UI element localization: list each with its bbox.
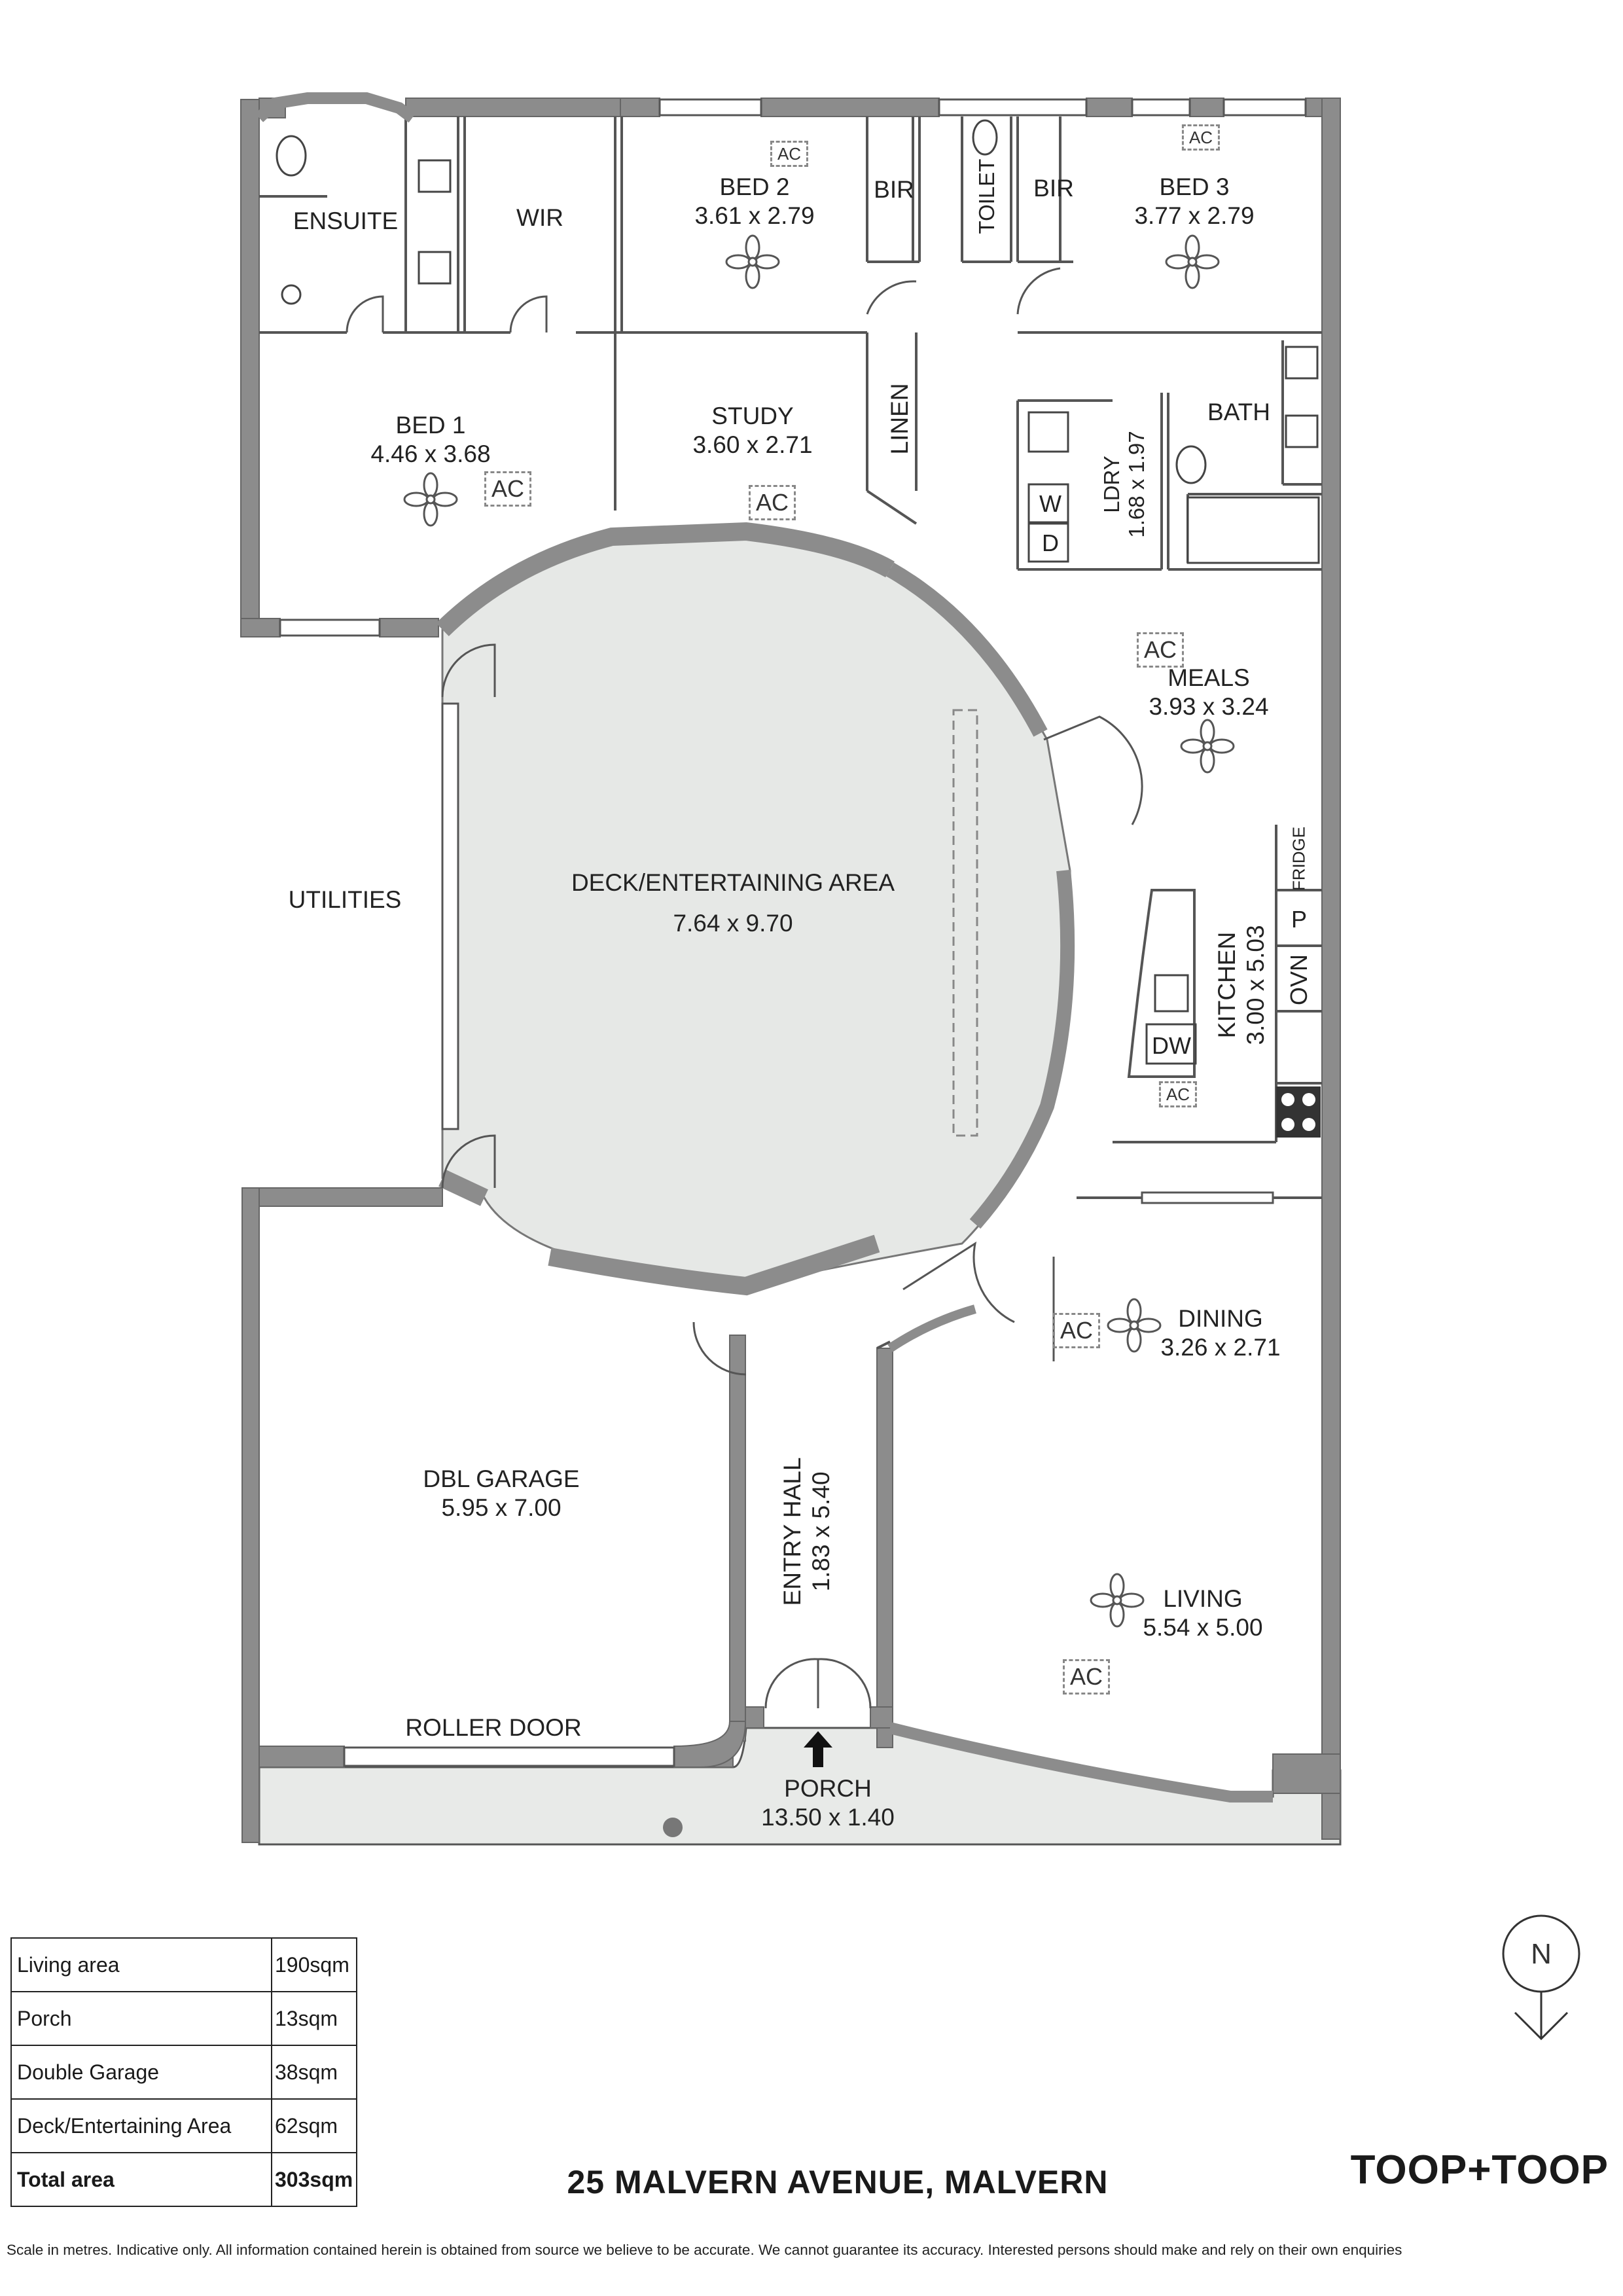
bath-basin-icon — [1285, 414, 1319, 448]
fridge-label: FRIDGE — [1289, 826, 1309, 891]
deck-skylight — [952, 709, 978, 1137]
basin-icon — [418, 159, 452, 193]
area-value: 303sqm — [271, 2152, 357, 2207]
ac-marker: AC — [1062, 1659, 1111, 1695]
ac-marker: AC — [484, 471, 532, 507]
area-label: Double Garage — [10, 2045, 272, 2100]
dishwasher-box — [1145, 1023, 1197, 1065]
toilet-icon — [972, 119, 998, 156]
entry-arrow-icon — [804, 1731, 832, 1767]
oven-label: OVN — [1285, 954, 1312, 1006]
ac-marker: AC — [1158, 1081, 1198, 1107]
ac-marker: AC — [1052, 1313, 1101, 1348]
washer-box — [1027, 483, 1069, 524]
bollard-icon — [663, 1818, 683, 1837]
dryer-label: D — [1042, 529, 1059, 556]
disclaimer-text: Scale in metres. Indicative only. All in… — [7, 2242, 1402, 2258]
interior-walls — [259, 117, 1322, 1350]
area-label: Deck/Entertaining Area — [10, 2098, 272, 2153]
curved-walls — [436, 522, 1273, 1803]
area-value: 13sqm — [271, 1991, 357, 2046]
wir-label: WIR — [516, 204, 563, 231]
area-value: 62sqm — [271, 2098, 357, 2153]
bath-label: BATH — [1207, 399, 1270, 425]
toilet-icon — [1175, 445, 1207, 484]
ceiling-fans — [403, 234, 1235, 1628]
ac-marker: AC — [1136, 632, 1185, 668]
area-label: Porch — [10, 1991, 272, 2046]
bir-right-label: BIR — [1033, 175, 1074, 202]
doors — [346, 267, 1143, 1709]
fixtures — [276, 119, 1320, 1065]
windows — [255, 92, 1307, 1767]
laundry-sink-icon — [1027, 411, 1069, 453]
bath-basin-icon — [1285, 346, 1319, 380]
dryer-box — [1027, 522, 1069, 563]
walls — [240, 98, 1341, 1843]
washer-label: W — [1039, 490, 1061, 517]
agency-logo: TOOP+TOOP — [1350, 2147, 1609, 2193]
ac-marker: AC — [770, 141, 809, 167]
ac-marker: AC — [1181, 124, 1221, 151]
toilet-icon — [276, 135, 307, 177]
area-label: Living area — [10, 1937, 272, 1992]
compass-icon: N — [1502, 1914, 1580, 2041]
roller-door-label: ROLLER DOOR — [405, 1714, 582, 1741]
shower-icon — [281, 284, 302, 305]
utilities-label: UTILITIES — [288, 886, 402, 913]
toilet-label: TOILET — [974, 158, 999, 234]
bathtub-icon — [1186, 496, 1320, 564]
area-label: Total area — [10, 2152, 272, 2207]
area-value: 38sqm — [271, 2045, 357, 2100]
kitchen-sink-icon — [1154, 974, 1189, 1013]
compass-north-label: N — [1531, 1938, 1552, 1970]
area-value: 190sqm — [271, 1937, 357, 1992]
basin-icon — [418, 251, 452, 285]
pantry-label: P — [1291, 906, 1308, 933]
dishwasher-label: DW — [1152, 1032, 1191, 1059]
linen-label: LINEN — [886, 383, 913, 455]
ac-marker: AC — [748, 485, 796, 520]
ensuite-label: ENSUITE — [293, 207, 399, 234]
property-address: 25 MALVERN AVENUE, MALVERN — [567, 2164, 1109, 2200]
cooktop-icon — [1276, 1086, 1321, 1138]
bir-left-label: BIR — [874, 176, 914, 203]
